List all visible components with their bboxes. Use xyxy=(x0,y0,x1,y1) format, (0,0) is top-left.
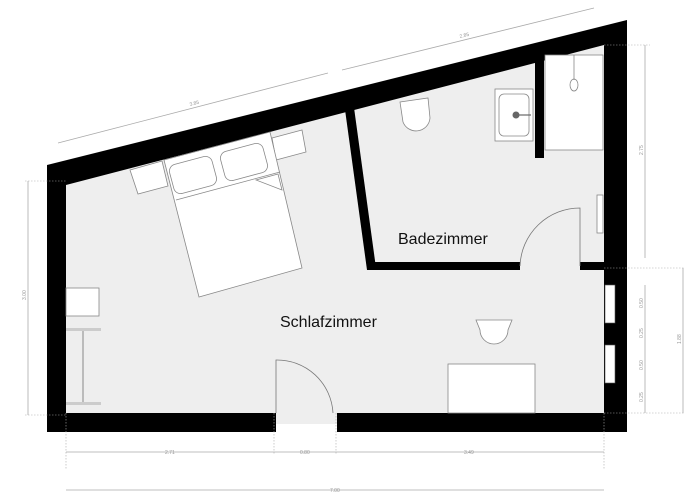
dim-label-right-lower: 1.88 xyxy=(677,334,683,344)
bathroom-wall-slanted xyxy=(343,93,376,270)
exterior-walls xyxy=(47,20,627,432)
chair xyxy=(475,319,513,345)
room-label-bathroom: Badezimmer xyxy=(398,231,488,248)
dim-label-bottom-seg-2: 0.80 xyxy=(300,450,310,456)
dim-label-right-seg-3: 0.50 xyxy=(639,360,645,370)
radiator xyxy=(596,194,604,234)
shelf xyxy=(65,287,100,317)
pillow-right xyxy=(220,142,268,182)
dim-label-bottom-total: 7.00 xyxy=(330,488,340,494)
bathroom-wall-right xyxy=(580,262,604,270)
dim-label-bottom-seg-1: 2.71 xyxy=(165,450,175,456)
pillow-left xyxy=(169,155,217,195)
window-2 xyxy=(604,344,616,384)
room-label-bedroom: Schlafzimmer xyxy=(280,314,378,331)
door-threshold xyxy=(276,424,337,433)
dim-label-right-seg-2: 0.25 xyxy=(639,328,645,338)
entrance-door[interactable] xyxy=(275,359,334,414)
dim-label-bottom-seg-3: 3.49 xyxy=(464,450,474,456)
bathroom-wall-horizontal xyxy=(367,262,520,270)
dim-label-right-upper: 2.75 xyxy=(639,145,645,155)
dim-label-top-left: 3.85 xyxy=(189,100,200,108)
faucet-icon xyxy=(512,111,520,119)
dim-label-top-right: 2.85 xyxy=(459,32,470,40)
window-1 xyxy=(604,284,616,324)
bathroom-door[interactable] xyxy=(519,207,581,267)
toilet xyxy=(399,97,431,132)
nightstand-left xyxy=(129,160,169,195)
dim-label-right-seg-1: 0.50 xyxy=(639,298,645,308)
shower-partition xyxy=(535,52,544,158)
dim-label-right-seg-4: 0.25 xyxy=(639,392,645,402)
dim-label-left: 3.00 xyxy=(22,290,28,300)
clothes-rail xyxy=(66,328,101,331)
floor xyxy=(66,45,604,413)
desk xyxy=(447,363,536,414)
shower-drain-icon xyxy=(569,78,579,92)
dim-line-top-right xyxy=(341,7,595,71)
dim-line-top-left xyxy=(57,72,329,144)
